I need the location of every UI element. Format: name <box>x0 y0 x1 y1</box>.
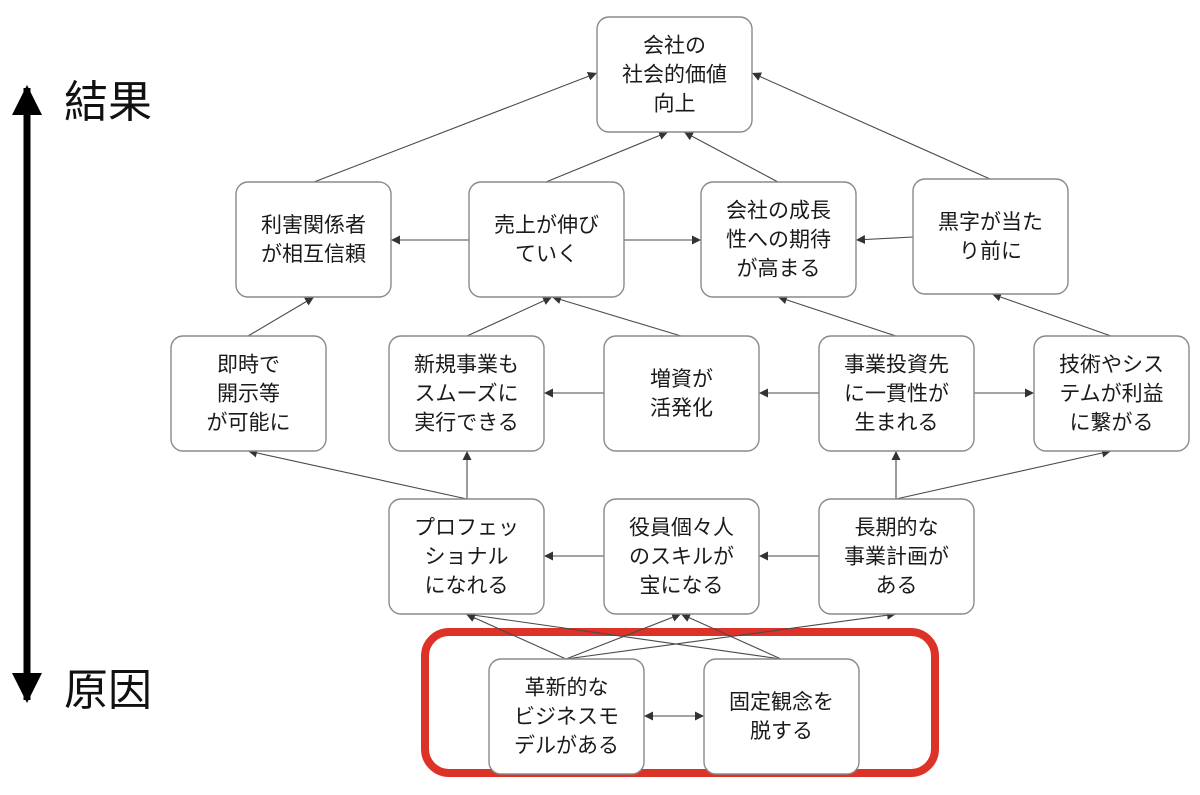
edge-instant-disclosure-to-mutual-trust <box>247 296 315 337</box>
edge-break-stereotypes-to-professional <box>465 610 782 660</box>
node-label-line: ビジネスモ <box>514 705 619 729</box>
axis-label-result: 結果 <box>64 77 152 128</box>
edge-professional-to-instant-disclosure <box>247 448 468 500</box>
node-box <box>818 335 975 452</box>
node-label-line: 役員個々人 <box>629 516 734 540</box>
node-box <box>818 498 975 615</box>
node-label-line: り前に <box>959 239 1022 263</box>
node-label-line: 性への期待 <box>726 228 831 252</box>
node-box <box>603 498 760 615</box>
edge-sales-growth-to-social-value <box>545 131 669 183</box>
node-label-line: 売上が伸び <box>494 213 599 237</box>
root-cause-highlight <box>421 628 939 777</box>
node-box <box>488 658 645 775</box>
node-label-line: 長期的な <box>855 516 939 540</box>
edge-tech-profit-to-profit-normal <box>991 292 1112 337</box>
node-label-line: 実行できる <box>414 411 519 435</box>
node-label-line: 社会的価値 <box>622 63 727 87</box>
node-box <box>596 16 753 133</box>
edge-long-term-plan-to-tech-profit <box>895 448 1112 500</box>
edge-consistent-investment-to-growth-expectation <box>777 295 897 337</box>
node-label-line: 増資が <box>650 367 713 391</box>
edge-profit-normal-to-social-value <box>751 72 991 180</box>
edge-new-business-to-sales-growth <box>466 296 553 337</box>
node-label-line: に繋がる <box>1070 411 1154 435</box>
edge-profit-normal-to-growth-expectation <box>855 235 914 245</box>
node-label-line: が可能に <box>207 411 291 435</box>
edge-capital-increase-to-sales-growth <box>551 295 682 337</box>
node-label-line: 利害関係者 <box>261 213 366 237</box>
node-label-line: が相互信頼 <box>261 242 366 266</box>
node-box <box>700 181 857 298</box>
node-label-line: ショナル <box>425 545 509 569</box>
node-label-line: が高まる <box>737 257 821 281</box>
node-label-line: 会社の成長 <box>726 199 831 223</box>
node-box <box>912 178 1069 295</box>
node-box <box>388 335 545 452</box>
node-label-line: 宝になる <box>640 574 724 598</box>
node-label-line: 即時で <box>217 353 280 377</box>
node-label-line: プロフェッ <box>414 516 519 540</box>
axis-label-cause: 原因 <box>64 665 152 716</box>
node-label-line: 固定観念を <box>729 690 834 714</box>
node-label-line: に一貫性が <box>844 382 949 406</box>
node-label-line: スムーズに <box>415 382 519 406</box>
node-box <box>468 181 625 298</box>
node-label-line: ある <box>876 574 918 598</box>
node-label-line: テムが利益 <box>1059 382 1163 406</box>
node-box <box>235 181 392 298</box>
edge-innovative-model-to-professional <box>465 613 567 660</box>
node-box <box>603 335 760 452</box>
node-label-line: 事業計画が <box>844 545 949 569</box>
node-box <box>703 658 860 775</box>
edge-growth-expectation-to-social-value <box>683 131 779 183</box>
node-box <box>1033 335 1190 452</box>
nodes-layer: 会社の社会的価値向上利害関係者が相互信頼売上が伸びていく会社の成長性への期待が高… <box>170 16 1190 775</box>
edges-layer <box>247 72 1112 721</box>
edge-mutual-trust-to-social-value <box>313 72 598 183</box>
node-box <box>388 498 545 615</box>
node-label-line: 革新的な <box>525 676 609 700</box>
node-label-line: 会社の <box>643 34 706 58</box>
node-label-line: になれる <box>425 574 509 598</box>
node-label-line: 向上 <box>654 92 696 116</box>
node-label-line: 活発化 <box>650 396 713 420</box>
node-label-line: 技術やシス <box>1059 353 1164 377</box>
node-label-line: 生まれる <box>855 411 939 435</box>
node-label-line: 事業投資先 <box>844 353 949 377</box>
node-label-line: のスキルが <box>629 545 734 569</box>
node-label-line: 開示等 <box>217 382 280 406</box>
node-label-line: 脱する <box>750 719 813 743</box>
node-label-line: 黒字が当た <box>938 210 1043 234</box>
node-box <box>170 335 327 452</box>
node-label-line: ていく <box>515 242 578 266</box>
node-label-line: デルがある <box>514 734 619 758</box>
node-label-line: 新規事業も <box>414 353 519 377</box>
edge-break-stereotypes-to-skills-treasure <box>680 613 782 660</box>
